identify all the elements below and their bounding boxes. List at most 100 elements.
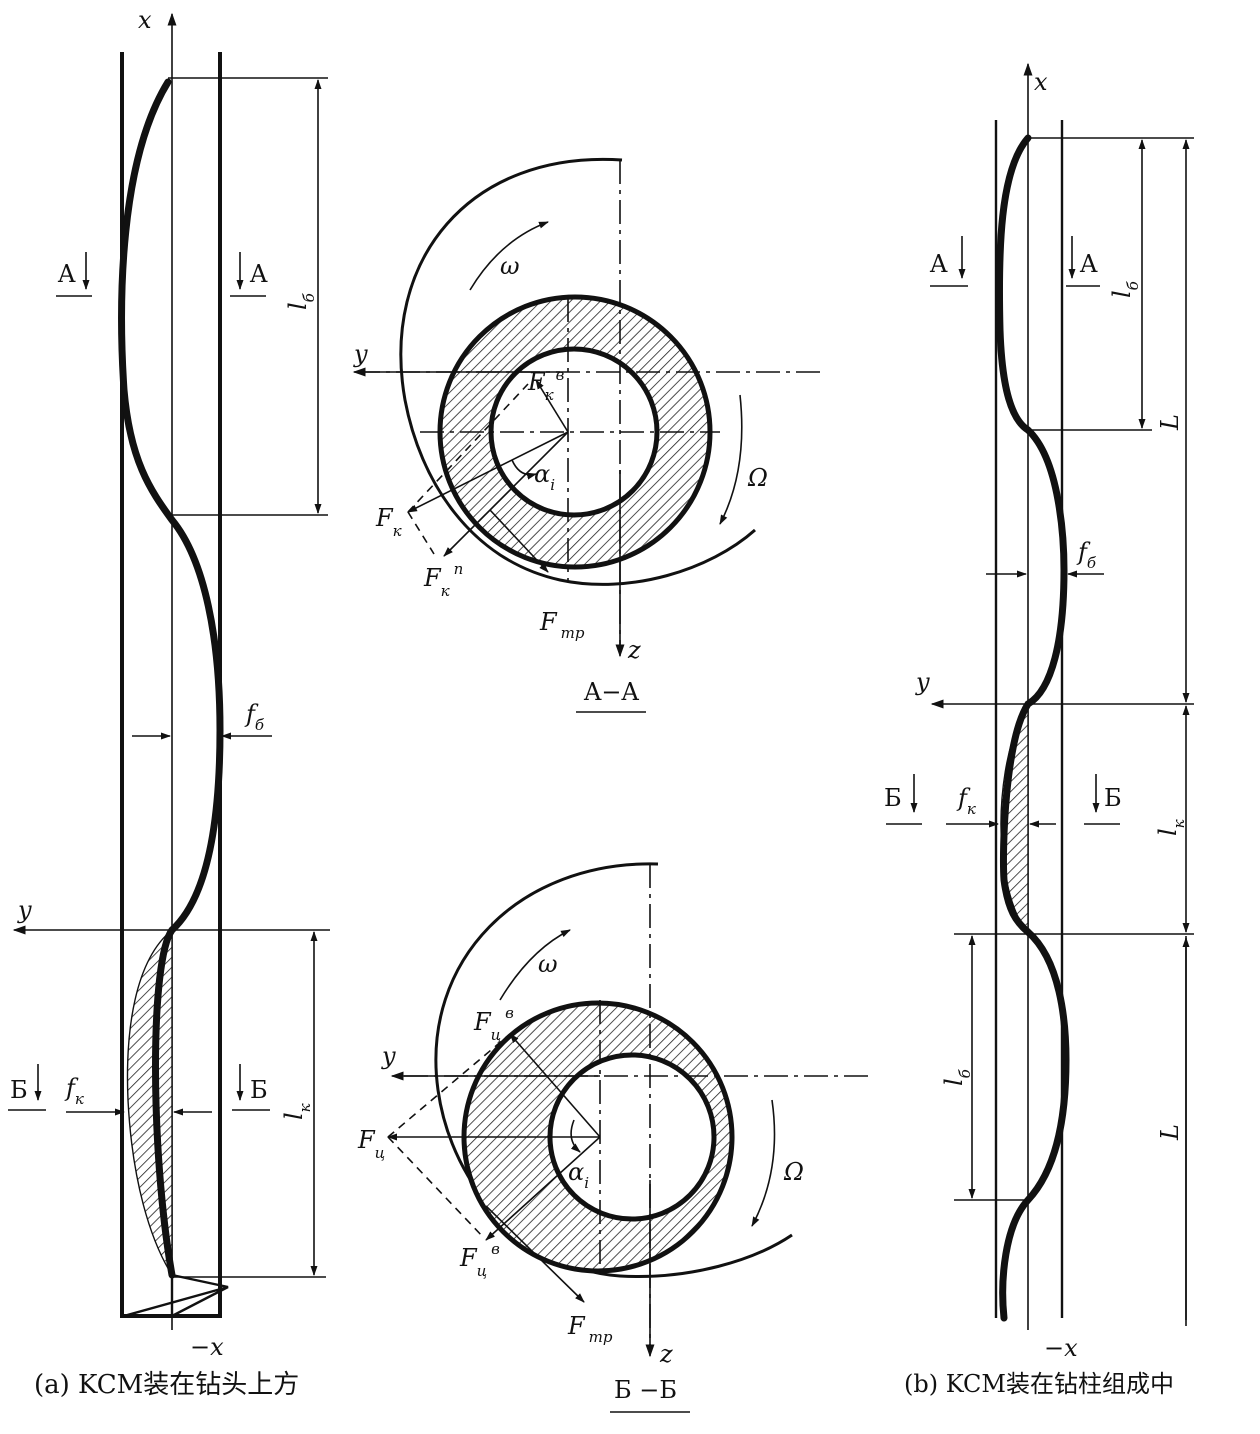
parallelogram-1-aa [407, 511, 435, 555]
fkp-sub-aa: к [441, 582, 450, 600]
fb-sub-a: б [255, 716, 265, 734]
section-mark-a-right-a: A [249, 260, 268, 288]
neg-x-axis-label-b: −x [1044, 1334, 1078, 1362]
lk-sub-a: к [296, 1103, 314, 1112]
section-mark-b-right-b: Б [1104, 784, 1122, 812]
x-axis-label-b: x [1034, 68, 1048, 96]
fts-sub-bb: ц [375, 1144, 385, 1162]
ftr-letter-aa: F [539, 608, 558, 636]
borehole-spiral-aa [399, 157, 756, 586]
ftsv-sup-bb: в [505, 1004, 514, 1022]
section-title-aa: A−A [583, 678, 639, 706]
alpha-arc-aa [511, 459, 537, 480]
omega-label-bb: ω [538, 950, 558, 978]
alpha-letter-bb: α [568, 1158, 584, 1186]
omega-arrow-aa [469, 221, 549, 291]
caption-a: (a) KCM装在钻头上方 [34, 1370, 300, 1400]
lk-letter-b: l [1154, 828, 1182, 836]
ftsv2-force-arrow-bb [485, 1136, 601, 1241]
big-omega-arrow-aa [719, 394, 743, 525]
fb-label-a: fб [244, 700, 265, 734]
L-label-upper-b: L [1156, 414, 1184, 431]
lk-sub-b: к [1170, 819, 1188, 828]
ftsv2-sup-bb: в [491, 1240, 500, 1258]
lb-label-upper-b: lб [1108, 280, 1142, 298]
section-title-bb: Б −Б [614, 1376, 677, 1404]
ftsv2-sub-bb: ц [477, 1262, 487, 1280]
section-mark-b-right-a: Б [250, 1076, 268, 1104]
y-axis-label-bb: y [381, 1042, 396, 1070]
fkv-sup-aa: в [556, 366, 565, 384]
fb-label-b: fб [1076, 538, 1097, 572]
ftr-letter-bb: F [567, 1312, 586, 1340]
drill-string-a [118, 78, 224, 1279]
x-axis-label-a: x [138, 6, 152, 34]
fk-sub-aa: к [393, 522, 402, 540]
z-axis-label-bb: z [659, 1340, 673, 1368]
big-omega-label-aa: Ω [747, 464, 768, 492]
section-mark-a-left-a: A [57, 260, 76, 288]
fkv-letter-aa: F [527, 368, 546, 396]
ftsv2-label-bb: Fцв [459, 1240, 500, 1280]
z-axis-label-aa: z [627, 636, 641, 664]
fk-label-b: fк [956, 784, 976, 818]
parallelogram-1-bb [387, 1033, 511, 1138]
fk-label-a: fк [64, 1074, 84, 1108]
section-mark-b-left-a: Б [10, 1076, 28, 1104]
drill-bit-a [123, 1273, 229, 1318]
alpha-label-aa: αi [534, 460, 555, 494]
lk-label-a: lк [280, 1103, 314, 1120]
alpha-letter-aa: α [534, 460, 550, 488]
fk-sub-b: к [967, 800, 976, 818]
fk-letter-aa: F [375, 504, 394, 532]
big-omega-label-bb: Ω [783, 1158, 804, 1186]
lb-sub-upper-b: б [1124, 280, 1142, 290]
ftsv-force-arrow-bb [509, 1033, 601, 1138]
fkp-label-aa: Fкп [423, 560, 463, 600]
omega-label-aa: ω [500, 252, 520, 280]
alpha-sub-aa: i [550, 476, 555, 494]
fkp-sup-aa: п [454, 560, 464, 578]
lb-letter-upper-b: l [1108, 290, 1136, 298]
section-mark-a-left-b: A [929, 250, 948, 278]
lb-letter-a: l [284, 302, 312, 310]
drill-string-b [995, 134, 1070, 1322]
ftr-force-arrow-bb [485, 1205, 585, 1303]
fkp-letter-aa: F [423, 564, 442, 592]
fk-label-aa: Fк [375, 504, 402, 540]
ftr-force-arrow-aa [489, 509, 549, 573]
fts-label-bb: Fц [357, 1126, 385, 1162]
neg-x-axis-label-a: −x [190, 1333, 224, 1361]
parallelogram-2-bb [387, 1136, 485, 1239]
omega-arrow-bb [499, 929, 571, 1001]
fkv-force-arrow-aa [535, 379, 569, 433]
ftsv-letter-bb: F [473, 1008, 492, 1036]
section-mark-b-left-b: Б [884, 784, 902, 812]
alpha-arc-bb [570, 1119, 581, 1153]
fkv-label-aa: Fкв [527, 366, 565, 404]
alpha-label-bb: αi [568, 1158, 589, 1192]
ftr-sub-bb: тр [589, 1328, 613, 1346]
y-axis-label-b: y [915, 668, 930, 696]
fk-sub-a: к [75, 1090, 84, 1108]
big-omega-arrow-bb [751, 1099, 776, 1227]
y-axis-label-aa: y [353, 340, 368, 368]
parallelogram-2-aa [407, 383, 529, 513]
fkp-force-arrow-aa [443, 431, 569, 557]
fk-force-arrow-aa [407, 431, 569, 513]
lk-label-b: lк [1154, 819, 1188, 836]
fkv-sub-aa: к [545, 386, 554, 404]
ftsv-sub-bb: ц [491, 1026, 501, 1044]
ftsv-label-bb: Fцв [473, 1004, 514, 1044]
ftr-sub-aa: тр [561, 624, 585, 642]
fb-sub-b: б [1087, 554, 1097, 572]
lk-letter-a: l [280, 1112, 308, 1120]
lb-letter-lower-b: l [940, 1078, 968, 1086]
caption-b: (b) KCM装在钻柱组成中 [904, 1370, 1174, 1398]
